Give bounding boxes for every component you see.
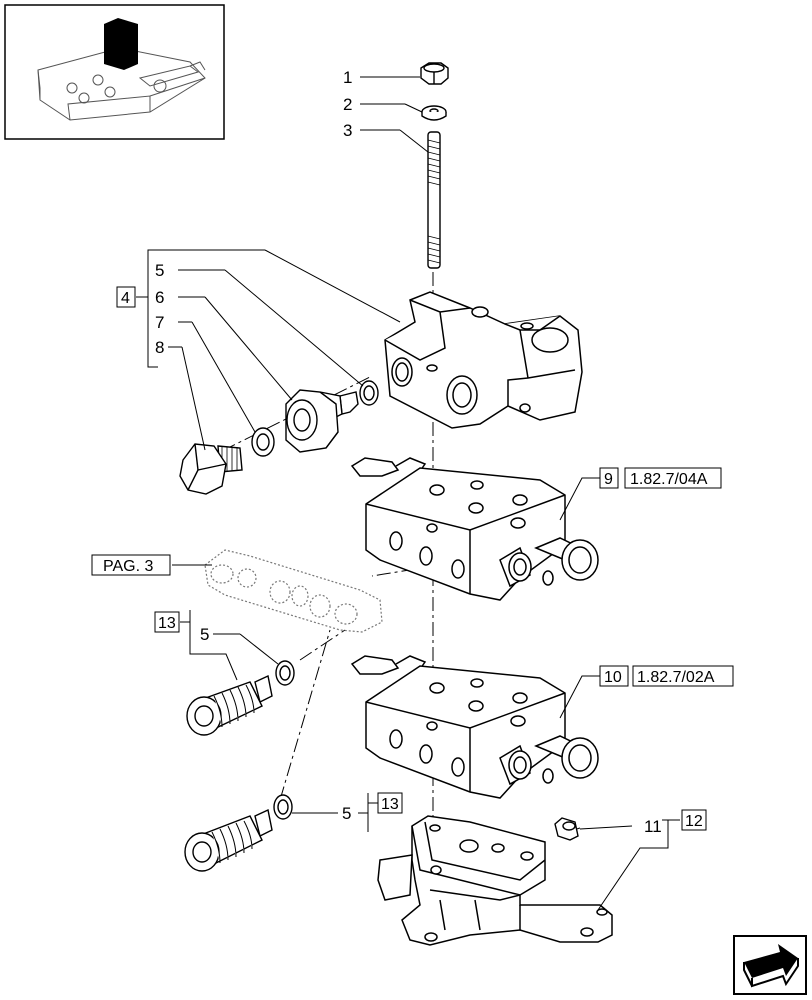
- o-ring-5-part: [359, 380, 379, 406]
- callout-12: 12: [685, 813, 703, 830]
- control-valve-section-10-part: [350, 655, 599, 799]
- callout-7: 7: [155, 313, 164, 332]
- callout-9: 9: [604, 471, 613, 488]
- plug-8-part: [179, 443, 243, 495]
- callout-1: 1: [343, 68, 352, 87]
- page-reference-pag-3: PAG. 3: [103, 558, 153, 575]
- callout-11: 11: [644, 817, 662, 836]
- o-ring-5c-part: [273, 794, 293, 820]
- base-bracket-12-part: [377, 815, 613, 946]
- callout-8: 8: [155, 338, 164, 357]
- callout-13-bottom: 13: [381, 796, 399, 813]
- leader-lines: [136, 76, 680, 911]
- screw-11-part: [554, 817, 579, 841]
- callout-13-top: 13: [158, 615, 176, 632]
- callout-5-bottom: 5: [342, 804, 351, 823]
- callout-4: 4: [121, 290, 130, 307]
- next-page-arrow-icon[interactable]: [733, 935, 807, 995]
- washer-part: [421, 105, 447, 121]
- reference-1-82-7-04a: 1.82.7/04A: [630, 471, 708, 488]
- fitting-6-part: [285, 389, 359, 453]
- callout-2: 2: [343, 95, 352, 114]
- nut-part: [420, 62, 449, 85]
- tractor-hitch-thumbnail-icon: [4, 4, 225, 140]
- quick-coupler-13a-part: [186, 674, 273, 736]
- callout-10: 10: [604, 669, 622, 686]
- callout-5-top: 5: [155, 261, 164, 280]
- quick-coupler-13b-part: [184, 808, 273, 872]
- callout-5-middle: 5: [200, 625, 209, 644]
- reference-1-82-7-02a: 1.82.7/02A: [637, 669, 715, 686]
- callout-6: 6: [155, 288, 164, 307]
- callout-3: 3: [343, 121, 352, 140]
- callout-labels: 1 2 3 4 5 6 7 8 9 1.82.7/04A 10 1.82.7/0…: [91, 68, 734, 836]
- reference-plate-outline: [204, 549, 383, 633]
- valve-cover-block-part: [384, 291, 583, 429]
- o-ring-5b-part: [275, 660, 295, 686]
- stud-bolt-part: [427, 131, 441, 269]
- control-valve-section-9-part: [350, 457, 599, 601]
- seal-ring-7-part: [251, 427, 275, 457]
